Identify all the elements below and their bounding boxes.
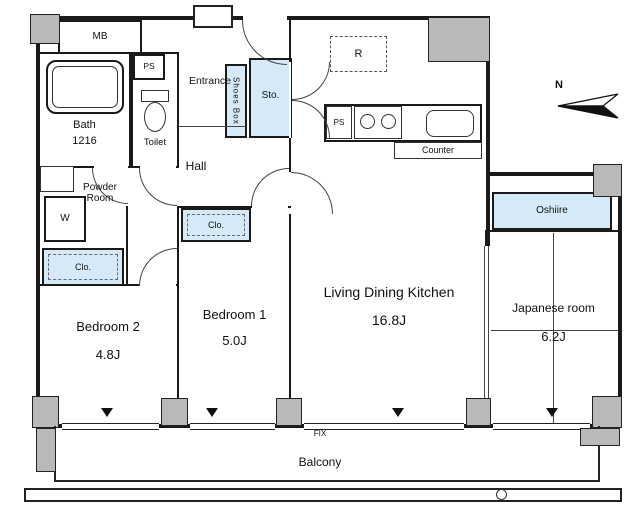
hall-label: Hall [185, 159, 207, 174]
powder-room-label: Powder Room [83, 181, 117, 205]
oshiire-label: Oshiire [536, 205, 568, 217]
balcony-label: Balcony [298, 455, 342, 470]
entrance-label: Entrance [188, 74, 232, 87]
closet-rail [48, 254, 118, 280]
door-opening-toilet [140, 164, 176, 168]
column-right-step [593, 164, 622, 197]
window-ldk [304, 423, 464, 430]
column-bottom-3 [466, 398, 491, 426]
bedroom2-size-label: 4.8J [95, 346, 121, 362]
sliding-door-line [484, 246, 485, 402]
counter-label: Counter [421, 145, 455, 156]
sliding-door-line [488, 246, 489, 402]
pipe-space-top-box [133, 54, 165, 80]
sto-door-arc [292, 62, 330, 100]
ldk-door-arc [291, 172, 333, 214]
wall-ldk-right [486, 172, 490, 232]
toilet-label: Toilet [143, 136, 167, 148]
opening-marker-icon [546, 408, 558, 417]
north-label: N [555, 78, 563, 91]
column-bottom-right [592, 396, 622, 428]
wall-right-upper [486, 16, 490, 176]
column-kitchen [428, 17, 490, 62]
entrance-step-line [179, 126, 247, 127]
storage-sto-label: Sto. [261, 90, 280, 102]
door-opening-sto [289, 62, 291, 138]
sink-icon [426, 110, 474, 137]
shoes-box [225, 64, 247, 138]
door-opening-bath [94, 164, 128, 168]
fridge-space [330, 36, 387, 72]
bath-size-label: 1216 [72, 134, 97, 147]
railing-line [24, 488, 622, 490]
bedroom1-closet [181, 208, 251, 242]
window-japanese [493, 423, 590, 430]
fridge-label: R [354, 47, 363, 60]
oshiire-closet [492, 192, 612, 230]
bathtub-inner-line [52, 66, 118, 108]
bedroom1-name-label: Bedroom 1 [202, 306, 267, 322]
bedroom1-size-label: 5.0J [222, 332, 247, 348]
wall-bedroom2-top [38, 284, 179, 286]
ldk-name-label: Living Dining Kitchen [323, 283, 455, 300]
bedroom1-door-arc [251, 168, 289, 206]
burner-icon [360, 114, 375, 129]
shoes-box-label: Shoes Box [231, 77, 241, 125]
pipe-space-top-label: PS [143, 61, 155, 72]
wall-bedroom1-top [177, 206, 291, 208]
washstand-icon [40, 166, 74, 192]
tatami-line [491, 330, 618, 331]
fix-window-label: FIX [313, 428, 327, 438]
column-entrance [193, 5, 233, 28]
column-bottom-left [32, 396, 59, 428]
column-bottom-2 [276, 398, 302, 426]
wall-japanese-top [489, 230, 618, 232]
wall-right-lower [618, 172, 622, 428]
railing-line [24, 500, 622, 502]
column-bottom-1 [161, 398, 188, 426]
window-bedroom2 [62, 423, 159, 430]
closet-rail [187, 214, 245, 236]
tatami-line [553, 331, 554, 423]
pipe-space-kitchen-box [326, 106, 352, 139]
column-top-left [30, 14, 60, 44]
japanese-size-label: 6.2J [541, 329, 566, 345]
wall-step [486, 172, 622, 176]
wall-bedroom-divider [177, 206, 179, 424]
wall-left [36, 16, 40, 428]
powder-closet [42, 248, 124, 286]
drain-icon [496, 489, 507, 500]
toilet-tank-icon [141, 90, 169, 102]
opening-marker-icon [392, 408, 404, 417]
window-bedroom1 [190, 423, 275, 430]
opening-marker-icon [206, 408, 218, 417]
meter-box-label: MB [92, 31, 108, 43]
opening-marker-icon [101, 408, 113, 417]
wall-powder-right [126, 166, 128, 286]
door-opening-entrance [243, 16, 287, 20]
japanese-name-label: Japanese room [512, 301, 595, 316]
bedroom2-name-label: Bedroom 2 [76, 318, 140, 334]
washer-box [44, 196, 86, 242]
bath-name-label: Bath [73, 119, 96, 132]
counter-strip [394, 142, 482, 159]
powder-closet-label: Clo. [74, 261, 91, 272]
ldk-size-label: 16.8J [371, 311, 407, 328]
tatami-line [553, 233, 554, 330]
toilet-bowl-icon [144, 102, 166, 132]
railing-tick [620, 488, 622, 502]
bedroom1-closet-label: Clo. [207, 219, 224, 230]
balcony-wall-left [36, 428, 56, 472]
railing-tick [24, 488, 26, 502]
wall-sliding-stub-top [485, 230, 490, 246]
pipe-space-kitchen-label: PS [333, 117, 345, 127]
door-opening-bedroom1 [252, 206, 288, 208]
washer-label: W [60, 213, 70, 225]
burner-icon [381, 114, 396, 129]
north-arrow-icon [556, 92, 620, 120]
balcony-wall-right [580, 428, 620, 446]
wall-ldk-left-lower [289, 214, 291, 424]
bedroom2-door-arc [139, 248, 177, 286]
